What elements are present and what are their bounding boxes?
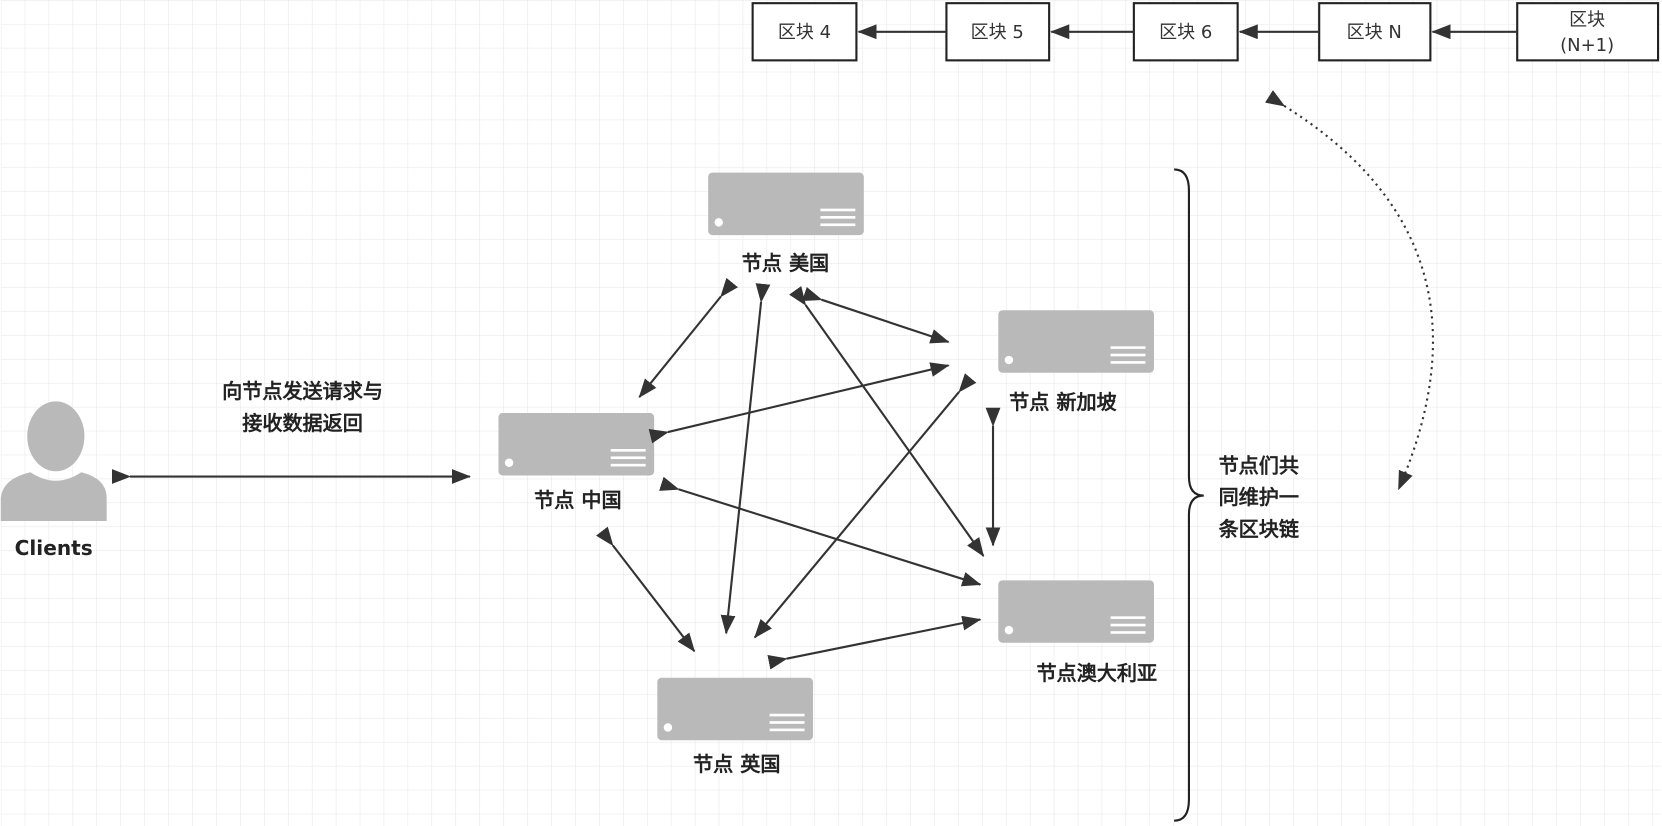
block-4: 区块 4 — [751, 2, 858, 62]
node-label-china: 节点 中国 — [534, 488, 621, 512]
block-5: 区块 5 — [945, 2, 1051, 62]
block-label: 区块 — [1569, 9, 1605, 30]
node-label-australia: 节点澳大利亚 — [1036, 661, 1157, 685]
server-icon-australia — [998, 580, 1154, 643]
clients-label: Clients — [15, 536, 93, 560]
block-label: 区块 5 — [971, 22, 1024, 43]
link-uk-australia — [767, 615, 982, 670]
sync-dotted-arrow — [1265, 90, 1434, 491]
server-icon-singapore — [998, 310, 1154, 373]
block-n: 区块 N — [1318, 2, 1432, 62]
block-label: 区块 N — [1347, 22, 1402, 43]
node-label-singapore: 节点 新加坡 — [1009, 390, 1117, 414]
server-icon-us — [708, 172, 864, 236]
maintain-label-line2: 同维护一 — [1219, 485, 1299, 509]
block-label: 区块 4 — [778, 22, 831, 43]
request-label-line2: 接收数据返回 — [242, 411, 363, 435]
server-icon-china — [498, 413, 655, 476]
block-6: 区块 6 — [1132, 2, 1239, 62]
curly-brace — [1174, 168, 1204, 822]
network-links — [595, 277, 1001, 670]
server-icon-uk — [657, 677, 813, 741]
link-china-australia — [659, 476, 982, 587]
maintain-label-line3: 条区块链 — [1219, 517, 1300, 541]
link-china-uk — [595, 526, 696, 653]
maintain-label-line1: 节点们共 — [1219, 453, 1299, 477]
block-n-plus-1: 区块 (N+1) — [1516, 2, 1660, 62]
block-label-2: (N+1) — [1560, 35, 1614, 56]
client-user-icon — [0, 401, 107, 522]
request-label-line1: 向节点发送请求与 — [222, 379, 383, 403]
node-label-uk: 节点 英国 — [693, 752, 780, 776]
block-label: 区块 6 — [1159, 22, 1212, 43]
node-label-us: 节点 美国 — [742, 251, 829, 275]
